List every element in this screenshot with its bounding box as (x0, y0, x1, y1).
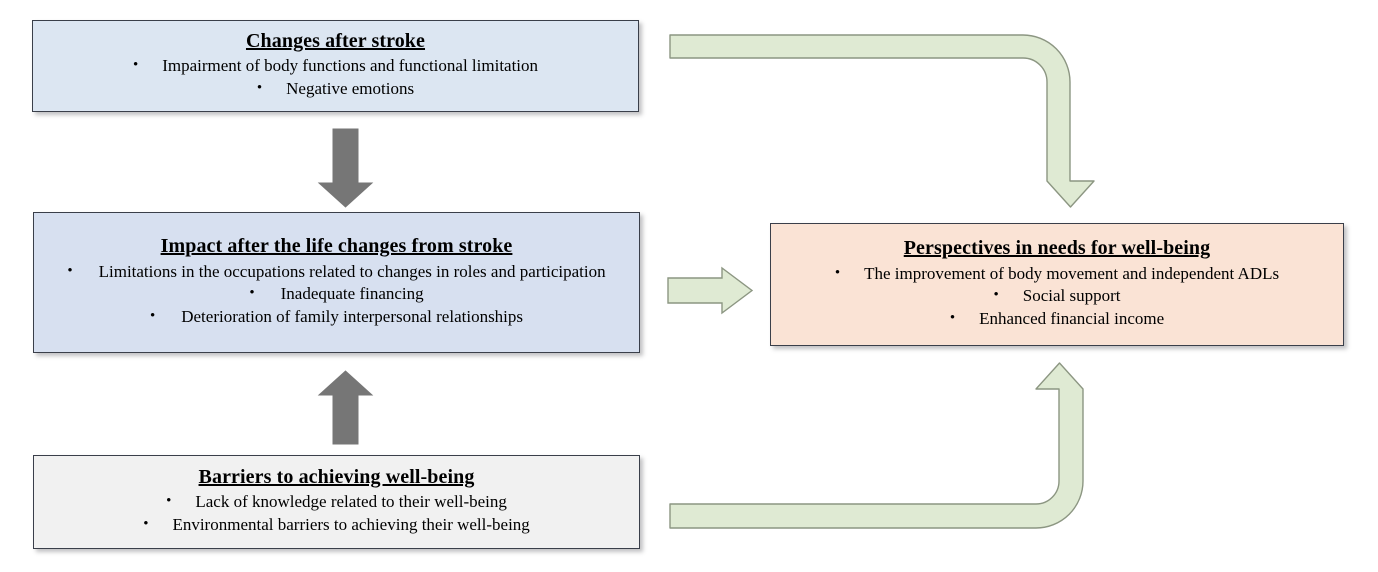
box-impact-title: Impact after the life changes from strok… (160, 235, 513, 258)
list-item-text: Social support (1022, 286, 1121, 306)
box-perspectives-bullet-list: • The improvement of body movement and in… (781, 263, 1333, 330)
list-item-text: Deterioration of family interpersonal re… (181, 306, 524, 326)
box-impact-after-life-changes: Impact after the life changes from strok… (33, 212, 640, 353)
bullet-point-icon: • (249, 285, 255, 302)
bullet-point-icon: • (149, 307, 156, 324)
bullet-point-icon: • (166, 493, 172, 510)
list-item: • Lack of knowledge related to their well… (44, 491, 629, 513)
box-impact-bullet-list: • Limitations in the occupations related … (44, 261, 629, 328)
list-item-text: Limitations in the occupations related t… (98, 261, 606, 281)
list-item: • Enhanced financial income (781, 308, 1333, 330)
list-item: • Environmental barriers to achieving the… (44, 514, 629, 536)
box-perspectives-title: Perspectives in needs for well-being (903, 237, 1211, 260)
right-arrow-green-impact-to-perspectives (667, 266, 754, 315)
list-item: • The improvement of body movement and in… (781, 263, 1333, 285)
list-item: • Limitations in the occupations related … (44, 261, 629, 283)
list-item-text: Environmental barriers to achieving thei… (172, 514, 530, 534)
box-changes-bullet-list: • Impairment of body functions and functi… (43, 55, 628, 100)
bullet-point-icon: • (67, 262, 73, 279)
elbow-arrow-green-barriers-to-perspectives (669, 362, 1084, 529)
box-barriers-to-well-being: Barriers to achieving well-being • Lack o… (33, 455, 640, 549)
list-item: • Impairment of body functions and functi… (43, 55, 628, 77)
list-item-text: Inadequate financing (280, 284, 424, 304)
bullet-point-icon: • (993, 287, 999, 304)
bullet-point-icon: • (256, 79, 263, 96)
list-item-text: Impairment of body functions and functio… (162, 56, 539, 76)
list-item: • Inadequate financing (44, 283, 629, 305)
box-barriers-title: Barriers to achieving well-being (198, 465, 475, 488)
list-item: • Deterioration of family interpersonal r… (44, 306, 629, 328)
list-item-text: The improvement of body movement and ind… (864, 263, 1280, 283)
bullet-point-icon: • (132, 57, 139, 74)
box-barriers-bullet-list: • Lack of knowledge related to their well… (44, 491, 629, 536)
box-perspectives-in-needs: Perspectives in needs for well-being • Th… (770, 223, 1344, 346)
list-item: • Negative emotions (43, 78, 628, 100)
bullet-point-icon: • (949, 309, 956, 326)
list-item-text: Enhanced financial income (979, 308, 1165, 328)
down-arrow-gray-changes-to-impact (317, 128, 374, 208)
box-changes-after-stroke: Changes after stroke • Impairment of body… (32, 20, 639, 112)
elbow-arrow-green-changes-to-perspectives (669, 34, 1095, 208)
list-item-text: Lack of knowledge related to their well-… (195, 492, 507, 512)
up-arrow-gray-barriers-to-impact (317, 370, 374, 445)
list-item-text: Negative emotions (286, 78, 415, 98)
list-item: • Social support (781, 285, 1333, 307)
box-changes-title: Changes after stroke (245, 29, 426, 52)
bullet-point-icon: • (143, 515, 149, 532)
bullet-point-icon: • (834, 264, 841, 281)
